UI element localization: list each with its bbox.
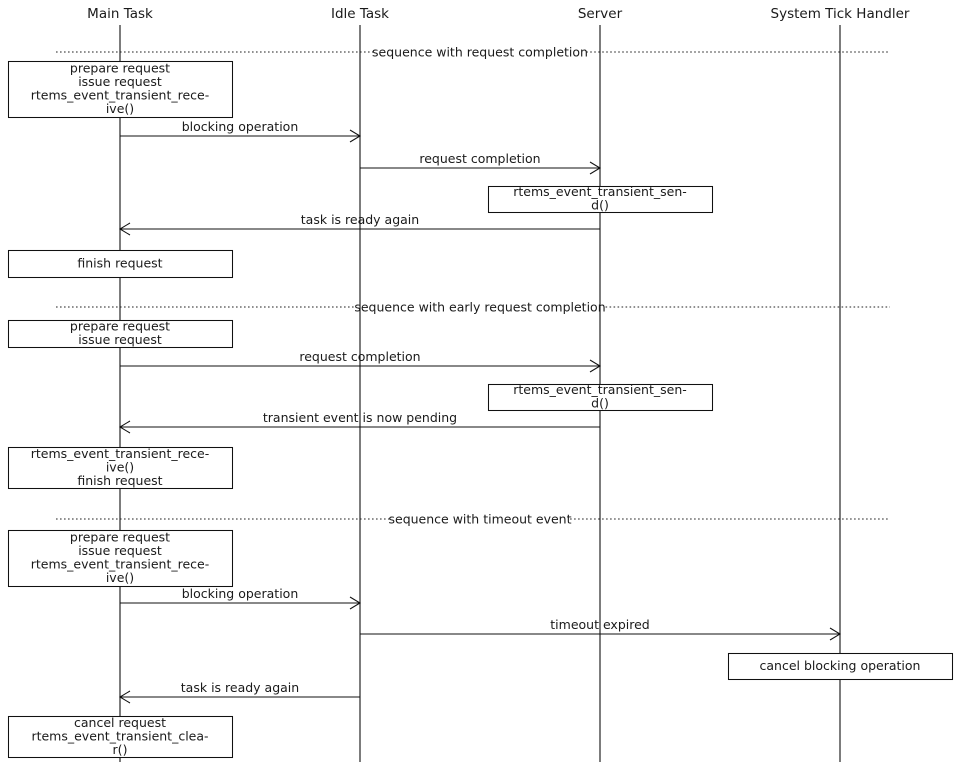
lifeline-label: Server [578,6,623,22]
message-arrow: request completion [360,151,602,175]
message-label: blocking operation [182,119,299,134]
arrowhead-icon [349,129,362,143]
note-line: issue request [78,74,162,89]
lifeline-idle-task: Idle Task [331,6,389,762]
note-line: issue request [78,332,162,347]
message-arrow: task is ready again [118,212,600,236]
note-line: prepare request [70,530,170,545]
note-box: rtems_event_transient_sen-d() [487,184,714,214]
note-line: ive() [106,459,134,474]
note-frame [7,319,234,349]
message-label: blocking operation [182,586,299,601]
note-line: rtems_event_transient_sen- [513,382,687,397]
note-line: rtems_event_transient_rece- [31,557,210,572]
lifeline-label: Idle Task [331,6,389,22]
arrowhead-icon [118,222,131,236]
message-label: request completion [299,349,420,364]
note-box: cancel blocking operation [727,652,954,681]
note-line: rtems_event_transient_clea- [31,728,208,743]
note-line: issue request [78,543,162,558]
divider-label: sequence with request completion [372,45,588,60]
divider-label: sequence with timeout event [389,512,572,527]
note-line: finish request [77,255,162,270]
note-line: r() [113,742,128,757]
note-box: finish request [7,249,234,279]
sequence-divider: sequence with timeout event [56,512,890,527]
note-frame [7,715,234,759]
message-label: transient event is now pending [263,410,457,425]
arrowhead-icon [589,161,602,175]
arrowhead-icon [349,596,362,610]
note-line: rtems_event_transient_rece- [31,88,210,103]
message-label: request completion [419,151,540,166]
message-label: task is ready again [181,680,299,695]
lifeline-system-tick-handler: System Tick Handler [771,6,910,762]
message-label: task is ready again [301,212,419,227]
note-line: d() [591,396,609,411]
message-arrow: task is ready again [118,680,360,704]
note-line: cancel request [74,715,166,730]
note-line: cancel blocking operation [760,658,921,673]
arrowhead-icon [118,690,131,704]
note-line: prepare request [70,61,170,76]
message-label: timeout expired [550,617,649,632]
arrowhead-icon [118,420,131,434]
note-line: rtems_event_transient_rece- [31,446,210,461]
message-arrow: timeout expired [360,617,842,641]
note-frame [487,185,714,214]
arrowhead-icon [589,359,602,373]
message-arrow: blocking operation [120,586,362,610]
note-line: finish request [77,473,162,488]
note-frame [7,529,234,588]
note-line: ive() [106,570,134,585]
note-frame [487,383,714,412]
lifelines-layer: Main Task Idle Task Server System Tick Hand… [87,6,910,762]
note-frame [727,652,954,681]
lifeline-label: System Tick Handler [771,6,910,22]
sequence-divider: sequence with request completion [56,45,890,60]
note-box: rtems_event_transient_sen-d() [487,382,714,412]
arrowhead-icon [829,627,842,641]
sequence-divider: sequence with early request completion [56,300,890,315]
message-arrow: transient event is now pending [118,410,600,434]
lifeline-label: Main Task [87,6,153,22]
dividers-layer: sequence with request completion sequence… [56,45,890,527]
note-box: rtems_event_transient_rece-ive()finish r… [7,446,234,490]
message-arrow: blocking operation [120,119,362,143]
message-arrow: request completion [120,349,602,373]
note-line: prepare request [70,319,170,334]
note-box: cancel requestrtems_event_transient_clea… [7,715,234,759]
lifeline-main-task: Main Task [87,6,153,762]
note-frame [7,446,234,490]
divider-label: sequence with early request completion [354,300,605,315]
note-line: ive() [106,101,134,116]
messages-layer: blocking operation request completion task… [118,119,842,704]
note-frame [7,249,234,279]
note-frame [7,60,234,119]
note-line: d() [591,198,609,213]
note-line: rtems_event_transient_sen- [513,184,687,199]
